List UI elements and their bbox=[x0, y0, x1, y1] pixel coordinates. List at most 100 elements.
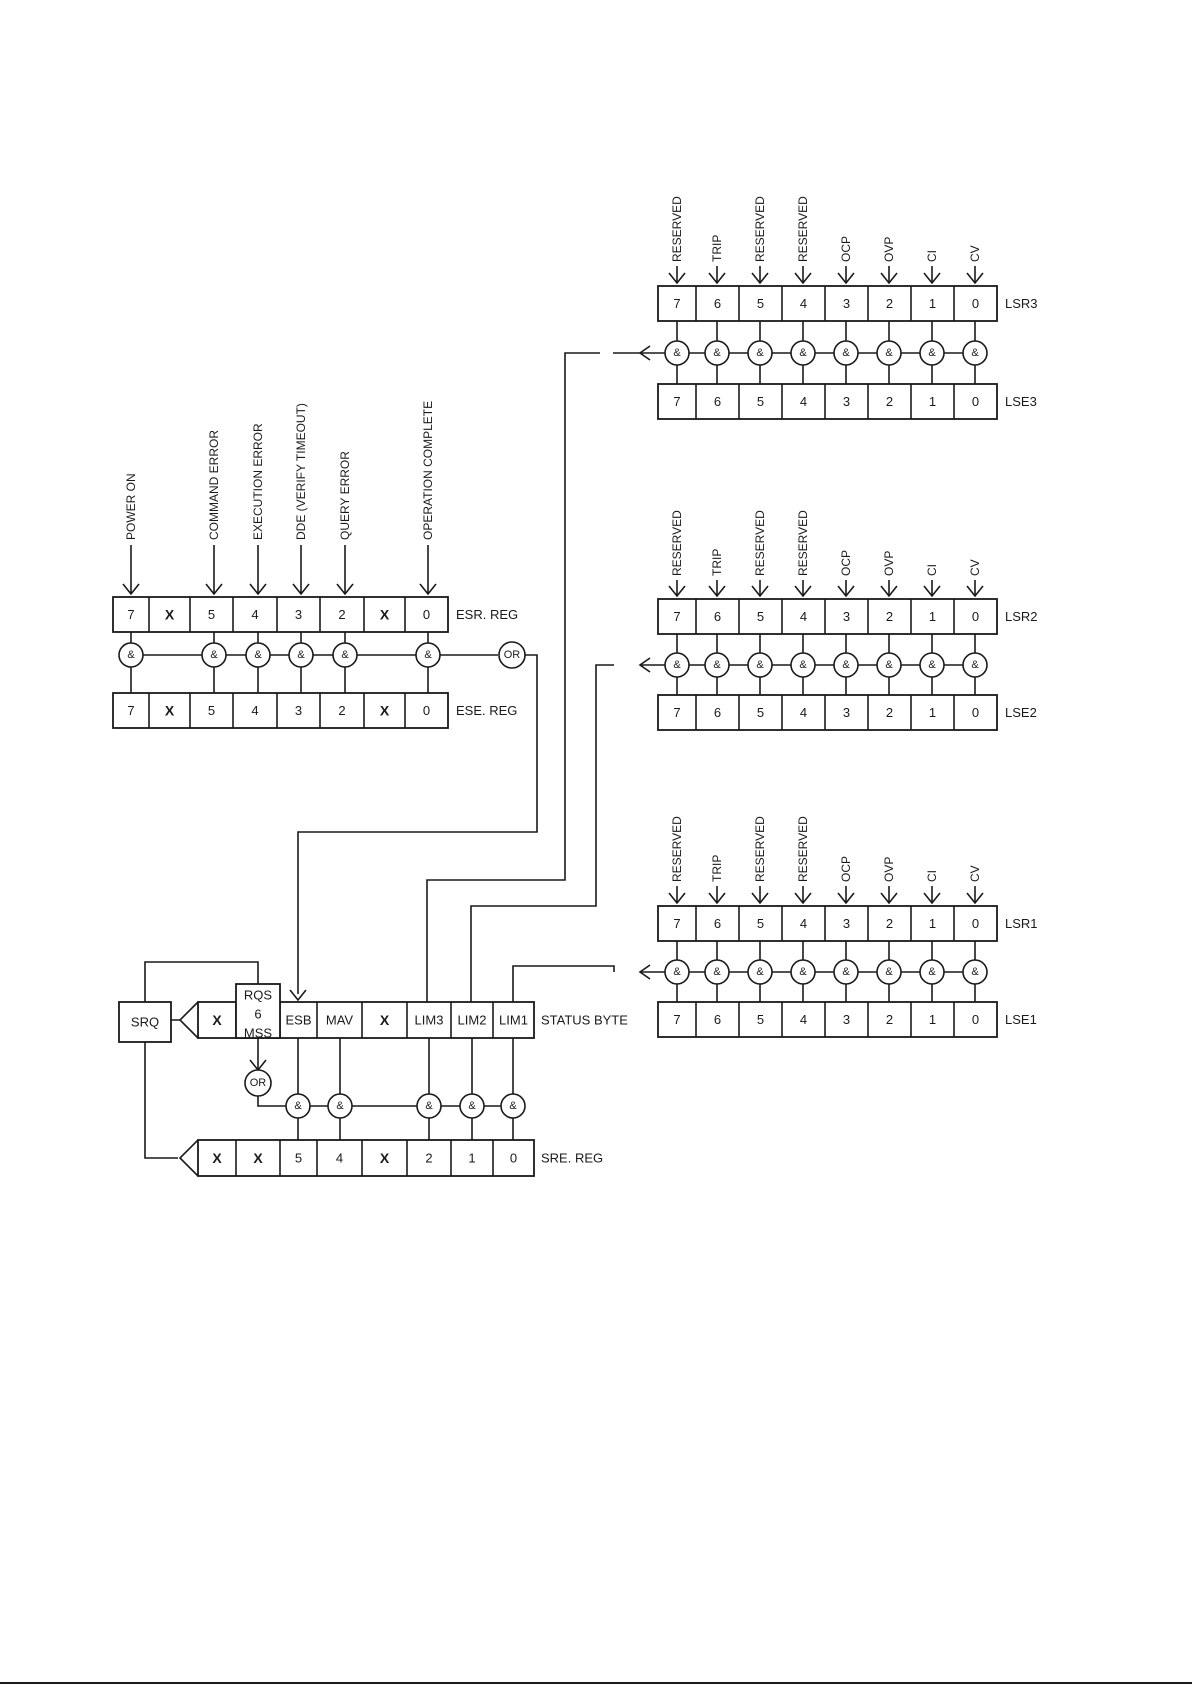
lsr3-enable-cell: 1 bbox=[929, 394, 936, 409]
and-gate-label: & bbox=[885, 347, 893, 359]
status-and-gate bbox=[459, 1093, 485, 1119]
lsr2-enable-cell: 2 bbox=[886, 705, 893, 720]
lsr2-and-gate bbox=[747, 652, 773, 678]
and-gate-label: & bbox=[673, 966, 681, 978]
status-and-gate bbox=[327, 1093, 353, 1119]
lsr2-input-label: RESERVED bbox=[670, 510, 684, 576]
lsr3-enable-cell: 3 bbox=[843, 394, 850, 409]
mss-label: MSS bbox=[244, 1026, 273, 1041]
and-gate-label: & bbox=[971, 659, 979, 671]
lsr2-input-arrow bbox=[708, 585, 726, 598]
ese-cell: X bbox=[165, 703, 175, 719]
lsr3-input-arrow bbox=[880, 272, 898, 285]
status-byte-cell: MAV bbox=[326, 1013, 354, 1028]
and-gate-label: & bbox=[799, 966, 807, 978]
lsr3-status-cell: 0 bbox=[972, 296, 979, 311]
and-gate-label: & bbox=[297, 649, 305, 661]
lsr1-and-gate bbox=[919, 959, 945, 985]
ese-cell: 7 bbox=[127, 703, 134, 718]
lsr3-and-gate bbox=[919, 340, 945, 366]
and-gate-label: & bbox=[756, 347, 764, 359]
status-byte-connector bbox=[178, 1001, 199, 1039]
and-gate-label: & bbox=[756, 966, 764, 978]
lsr3-input-arrow bbox=[966, 272, 984, 285]
sre-cell: X bbox=[380, 1150, 390, 1166]
lsr2-enable-cell: 6 bbox=[714, 705, 721, 720]
lsr3-summary-wire bbox=[426, 352, 600, 1002]
status-byte-cell: LIM1 bbox=[499, 1013, 528, 1028]
and-gate-label: & bbox=[509, 1100, 517, 1112]
and-gate-label: & bbox=[210, 649, 218, 661]
esr-input-label: QUERY ERROR bbox=[338, 451, 352, 540]
srq-sre-wire bbox=[144, 1041, 178, 1159]
esr-and-gate bbox=[245, 642, 271, 668]
lsr1-and-gate bbox=[833, 959, 859, 985]
rqs-mss-box bbox=[235, 983, 281, 1039]
lsr1-input-arrow bbox=[668, 892, 686, 905]
esr-cell: 4 bbox=[251, 607, 258, 622]
lsr2-and-gate bbox=[962, 652, 988, 678]
lsr2-register-label: LSR2 bbox=[1005, 609, 1038, 624]
and-gate-label: & bbox=[799, 659, 807, 671]
and-gate-label: & bbox=[928, 966, 936, 978]
lsr3-input-label: CI bbox=[925, 250, 939, 262]
and-gate-label: & bbox=[971, 347, 979, 359]
status-byte-cell: LIM2 bbox=[458, 1013, 487, 1028]
esr-or-gate bbox=[498, 641, 526, 669]
esr-input-label: EXECUTION ERROR bbox=[251, 423, 265, 540]
lsr1-input-label: TRIP bbox=[710, 855, 724, 882]
sre-cell: 1 bbox=[468, 1151, 475, 1166]
lsr1-register-label: LSR1 bbox=[1005, 916, 1038, 931]
lsr1-status-cell: 4 bbox=[800, 916, 807, 931]
lsr2-input-label: OVP bbox=[882, 551, 896, 576]
lsr3-or-arrow bbox=[638, 345, 651, 361]
lsr1-input-arrow bbox=[708, 892, 726, 905]
lsr2-input-label: RESERVED bbox=[796, 510, 810, 576]
and-gate-label: & bbox=[928, 347, 936, 359]
lsr2-and-gate bbox=[919, 652, 945, 678]
lsr2-status-cell: 3 bbox=[843, 609, 850, 624]
lsr3-status-register-box bbox=[657, 285, 998, 322]
ese-register-label: ESE. REG bbox=[456, 703, 517, 718]
lsr3-input-label: RESERVED bbox=[796, 196, 810, 262]
lsr3-status-cell: 6 bbox=[714, 296, 721, 311]
lsr1-enable-cell: 1 bbox=[929, 1012, 936, 1027]
and-gate-label: & bbox=[468, 1100, 476, 1112]
status-byte-cell: X bbox=[212, 1012, 222, 1028]
sre-connector bbox=[178, 1139, 199, 1177]
lsr1-input-arrow bbox=[751, 892, 769, 905]
esr-register-label: ESR. REG bbox=[456, 607, 518, 622]
lsr3-input-label: RESERVED bbox=[670, 196, 684, 262]
lsr3-input-label: RESERVED bbox=[753, 196, 767, 262]
status-byte-label: STATUS BYTE bbox=[541, 1013, 628, 1028]
esr-and-gate bbox=[201, 642, 227, 668]
rqs-label: RQS bbox=[244, 988, 273, 1003]
lsr1-status-cell: 7 bbox=[673, 916, 680, 931]
and-gate-label: & bbox=[294, 1100, 302, 1112]
lsr2-enable-cell: 1 bbox=[929, 705, 936, 720]
lsr2-input-label: CV bbox=[968, 559, 982, 576]
lsr1-input-arrow bbox=[880, 892, 898, 905]
status-byte-cell: X bbox=[380, 1012, 390, 1028]
lsr1-enable-cell: 5 bbox=[757, 1012, 764, 1027]
lsr1-and-gate bbox=[664, 959, 690, 985]
lsr2-and-gate bbox=[704, 652, 730, 678]
lsr3-enable-cell: 7 bbox=[673, 394, 680, 409]
esr-input-label: POWER ON bbox=[124, 473, 138, 540]
lsr3-input-label: OCP bbox=[839, 236, 853, 262]
lsr3-status-cell: 5 bbox=[757, 296, 764, 311]
srq-feedback-wire bbox=[144, 961, 259, 1002]
lsr2-status-cell: 4 bbox=[800, 609, 807, 624]
and-gate-label: & bbox=[424, 649, 432, 661]
esr-cell: X bbox=[380, 607, 390, 623]
lsr1-enable-cell: 2 bbox=[886, 1012, 893, 1027]
esr-register-box bbox=[112, 596, 449, 633]
and-gate-label: & bbox=[885, 966, 893, 978]
lsr3-input-label: OVP bbox=[882, 237, 896, 262]
and-gate-label: & bbox=[842, 347, 850, 359]
lsr1-status-cell: 2 bbox=[886, 916, 893, 931]
lsr2-status-cell: 0 bbox=[972, 609, 979, 624]
sre-register-label: SRE. REG bbox=[541, 1151, 603, 1166]
lsr2-enable-cell: 0 bbox=[972, 705, 979, 720]
lsr3-enable-cell: 5 bbox=[757, 394, 764, 409]
